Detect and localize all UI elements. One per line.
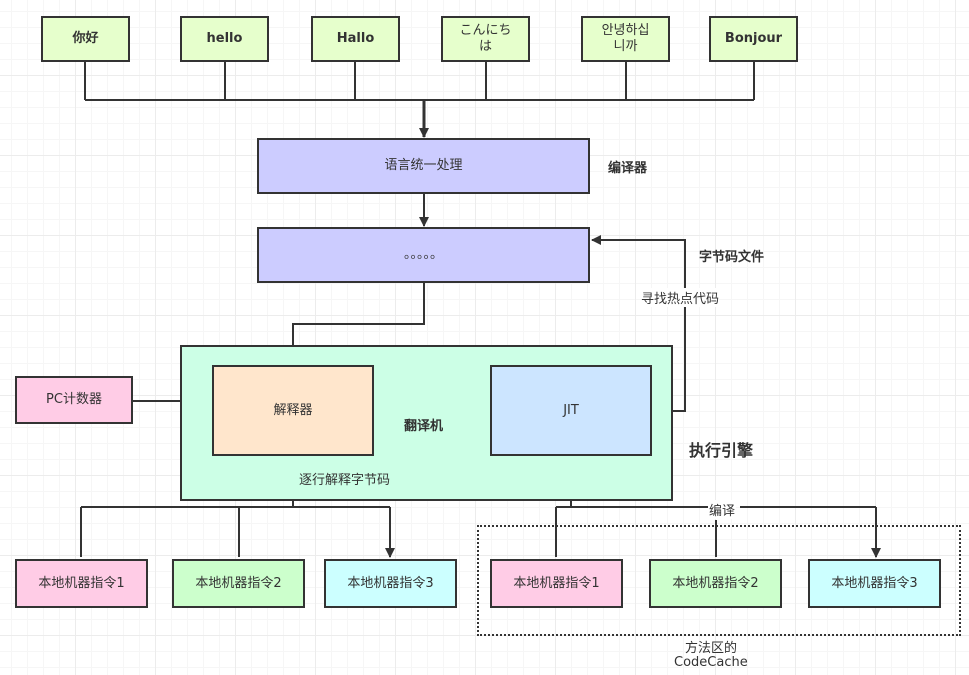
language-box-german: Hallo [311, 16, 400, 62]
native-left-1: 本地机器指令1 [15, 559, 148, 608]
codecache-label-line1: 方法区的 [685, 641, 738, 656]
native-right-2: 本地机器指令2 [649, 559, 782, 608]
language-box-korean: 안녕하십 니까 [581, 16, 670, 62]
language-box-japanese: こんにち は [441, 16, 530, 62]
native-left-2: 本地机器指令2 [172, 559, 305, 608]
translator-label: 翻译机 [404, 419, 444, 434]
native-right-3: 本地机器指令3 [808, 559, 941, 608]
language-box-chinese: 你好 [41, 16, 130, 62]
execution-engine-label: 执行引擎 [689, 441, 754, 460]
hotspot-label: 寻找热点代码 [641, 288, 720, 307]
codecache-region [477, 525, 961, 636]
codecache-label-line2: CodeCache [674, 655, 748, 670]
bytecode-file-label: 字节码文件 [699, 250, 765, 265]
compile-label: 编译 [708, 500, 737, 519]
jit-box: JIT [490, 365, 652, 456]
compiler-label: 编译器 [608, 161, 648, 176]
pc-counter-box: PC计数器 [15, 376, 133, 424]
bytecode-box: 。。。。。 [257, 227, 590, 283]
interpreter-box: 解释器 [212, 365, 374, 456]
language-bus [84, 61, 755, 101]
language-box-english: hello [180, 16, 269, 62]
unify-box: 语言统一处理 [257, 138, 590, 194]
native-right-1: 本地机器指令1 [490, 559, 623, 608]
language-box-french: Bonjour [709, 16, 798, 62]
bytecode-to-interpreter-arrow [288, 282, 425, 365]
interpret-label: 逐行解释字节码 [299, 473, 391, 488]
native-left-3: 本地机器指令3 [324, 559, 457, 608]
